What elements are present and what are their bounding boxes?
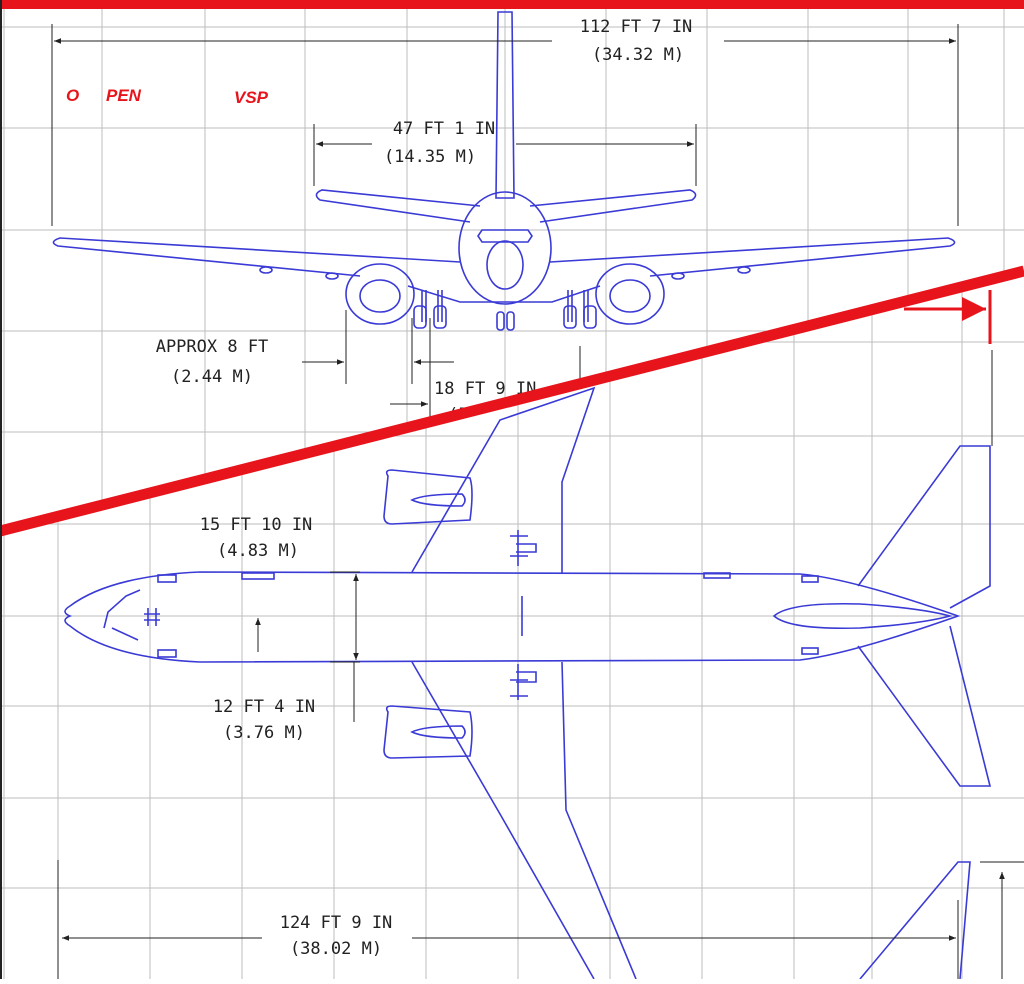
wheelbase-label: 15 FT 10 IN [200,515,313,535]
span-front-label: 112 FT 7 IN [580,17,693,37]
engine-offset-metric: (2.44 M) [171,367,253,387]
fuselage-width-label: 12 FT 4 IN [213,697,315,717]
wheelbase-metric: (4.83 M) [217,541,299,561]
front-aircraft [52,11,956,331]
top-dimension-lines [57,350,1024,979]
fuselage-width-metric: (3.76 M) [223,723,305,743]
span-top-label: 124 FT 9 IN [280,913,393,933]
logo-vsp: VSP [234,88,269,107]
span-top-metric: (38.02 M) [290,939,382,959]
logo-open-initial: O [66,86,79,105]
red-diagonal-divider [0,265,1024,537]
logo-open-rest: PEN [106,86,142,105]
top-aircraft [64,386,992,979]
top-red-bar [0,0,1024,9]
track-label: 18 FT 9 IN [434,379,536,399]
tail-span-label: 47 FT 1 IN [393,119,495,139]
span-front-metric: (34.32 M) [592,45,684,65]
tail-span-metric: (14.35 M) [384,147,476,167]
engine-offset-label: APPROX 8 FT [156,337,269,357]
openvsp-logo: O PEN VSP [66,86,269,107]
red-section-arrow [904,290,992,344]
